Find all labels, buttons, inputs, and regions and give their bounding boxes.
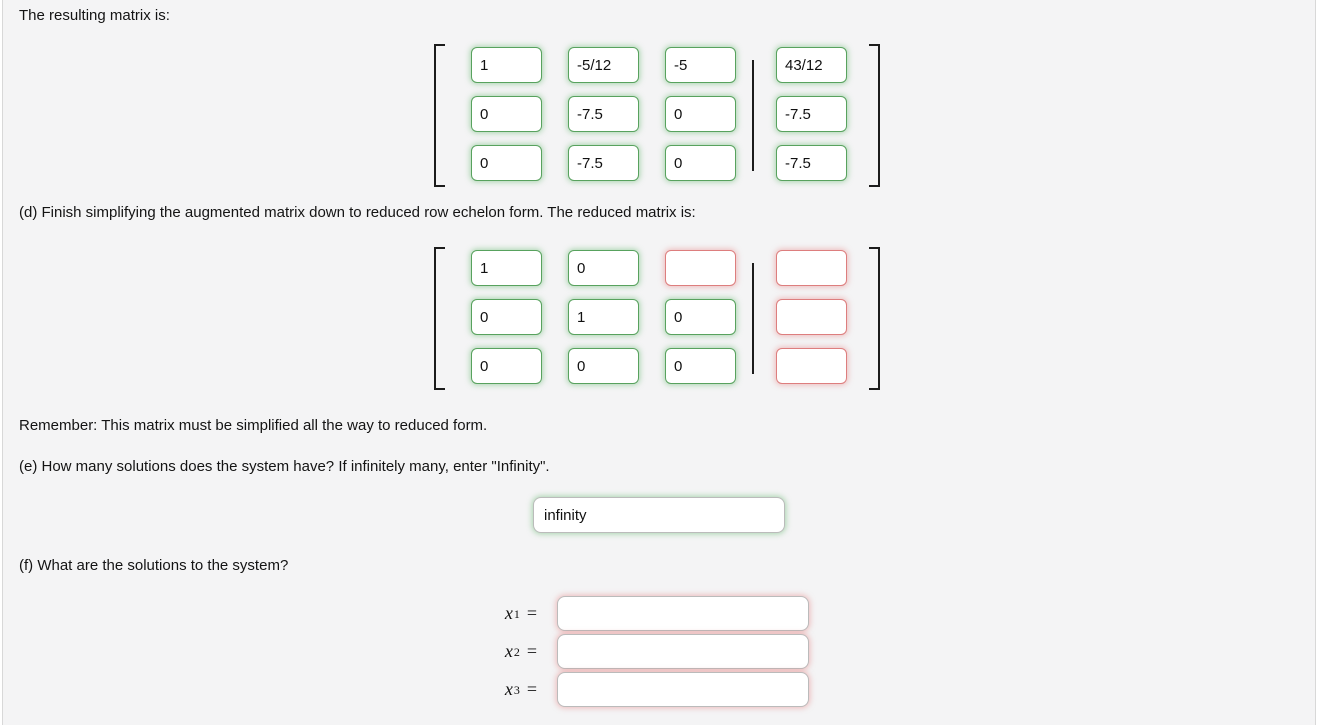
resulting-cell-r3c1[interactable]	[471, 145, 542, 181]
resulting-cell-r1c2[interactable]	[568, 47, 639, 83]
resulting-cell-r2c3[interactable]	[665, 96, 736, 132]
resulting-cell-r2aug[interactable]	[776, 96, 847, 132]
solution-x3-input[interactable]	[557, 672, 809, 707]
reduced-cell-r2c2[interactable]	[568, 299, 639, 335]
augmented-separator	[752, 60, 754, 171]
resulting-cell-r3c2[interactable]	[568, 145, 639, 181]
reduced-cell-r2c3[interactable]	[665, 299, 736, 335]
equals-sign: =	[526, 641, 537, 661]
reduced-cell-r3aug[interactable]	[776, 348, 847, 384]
reduced-cell-r1c1[interactable]	[471, 250, 542, 286]
reduced-cell-r2aug[interactable]	[776, 299, 847, 335]
augmented-separator	[752, 263, 754, 374]
variable-name: x	[504, 603, 513, 623]
resulting-cell-r3aug[interactable]	[776, 145, 847, 181]
reduced-cell-r2c1[interactable]	[471, 299, 542, 335]
solution-x2-input[interactable]	[557, 634, 809, 669]
resulting-augmented-matrix	[434, 44, 880, 187]
resulting-cell-r1aug[interactable]	[776, 47, 847, 83]
solution-x1-input[interactable]	[557, 596, 809, 631]
reduced-augmented-matrix	[434, 247, 880, 390]
solution-count-input[interactable]	[533, 497, 785, 533]
matrix-left-bracket	[434, 44, 445, 187]
reduced-cell-r3c3[interactable]	[665, 348, 736, 384]
resulting-cell-r1c3[interactable]	[665, 47, 736, 83]
matrix-left-bracket	[434, 247, 445, 390]
equals-sign: =	[526, 679, 537, 699]
problem-panel: The resulting matrix is: (d) Finish simp…	[2, 0, 1316, 725]
part-e-prompt: (e) How many solutions does the system h…	[19, 458, 550, 475]
resulting-cell-r2c2[interactable]	[568, 96, 639, 132]
variable-name: x	[504, 641, 513, 661]
reduced-cell-r3c1[interactable]	[471, 348, 542, 384]
part-f-prompt: (f) What are the solutions to the system…	[19, 557, 289, 574]
reduced-cell-r1aug[interactable]	[776, 250, 847, 286]
reduced-cell-r3c2[interactable]	[568, 348, 639, 384]
resulting-cell-r2c1[interactable]	[471, 96, 542, 132]
reduced-cell-r1c3[interactable]	[665, 250, 736, 286]
reduced-cell-r1c2[interactable]	[568, 250, 639, 286]
resulting-cell-r3c3[interactable]	[665, 145, 736, 181]
resulting-matrix-intro: The resulting matrix is:	[19, 7, 170, 24]
variable-name: x	[504, 679, 513, 699]
matrix-right-bracket	[869, 247, 880, 390]
part-d-prompt: (d) Finish simplifying the augmented mat…	[19, 204, 696, 221]
remember-note: Remember: This matrix must be simplified…	[19, 417, 488, 434]
resulting-cell-r1c1[interactable]	[471, 47, 542, 83]
equals-sign: =	[526, 603, 537, 623]
matrix-right-bracket	[869, 44, 880, 187]
